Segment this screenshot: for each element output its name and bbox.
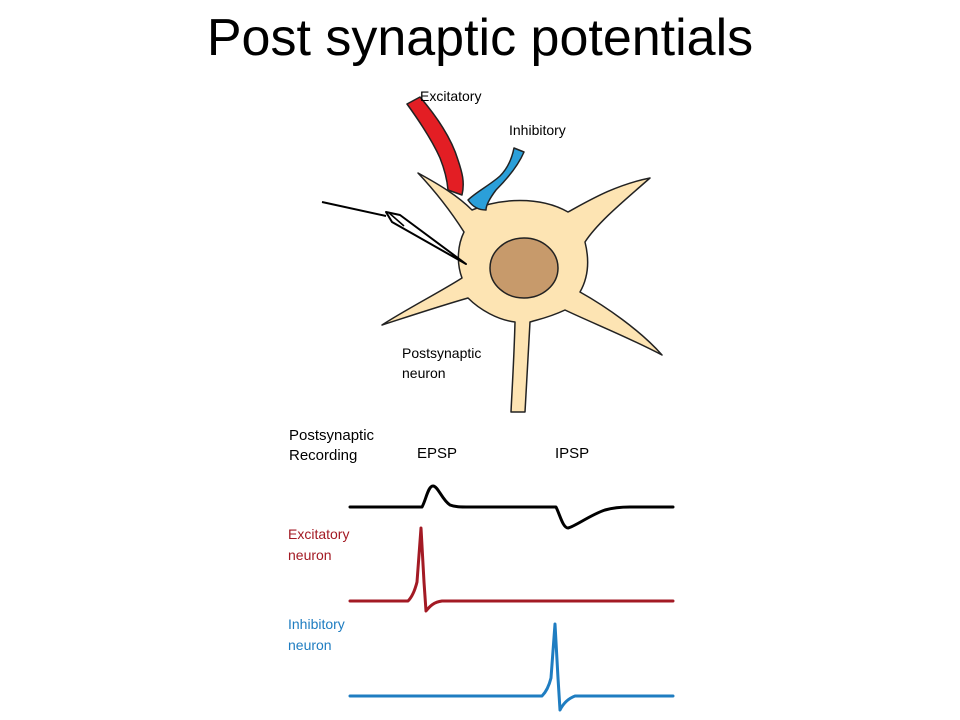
excitatory-axon-label: Excitatory	[420, 88, 481, 104]
postsynaptic-neuron-label-line1: Postsynaptic	[402, 345, 481, 361]
excitatory-trace	[348, 526, 675, 613]
page-title: Post synaptic potentials	[206, 9, 754, 67]
inhibitory-trace	[348, 622, 675, 712]
postsynaptic-trace	[348, 484, 675, 530]
inhibitory-neuron-label-line1: Inhibitory	[288, 616, 345, 632]
postsynaptic-neuron-label-line2: neuron	[402, 365, 446, 381]
nucleus	[489, 237, 559, 299]
excitatory-neuron-label-line2: neuron	[288, 547, 332, 563]
excitatory-axon	[406, 96, 464, 196]
recording-header-line2: Recording	[289, 447, 357, 464]
excitatory-neuron-label-line1: Excitatory	[288, 526, 349, 542]
ipsp-label: IPSP	[555, 445, 589, 462]
recording-electrode	[321, 201, 467, 265]
inhibitory-axon-label: Inhibitory	[509, 122, 566, 138]
inhibitory-neuron-label-line2: neuron	[288, 637, 332, 653]
epsp-label: EPSP	[417, 445, 457, 462]
recording-header-line1: Postsynaptic	[289, 427, 375, 444]
inhibitory-axon	[467, 147, 525, 211]
